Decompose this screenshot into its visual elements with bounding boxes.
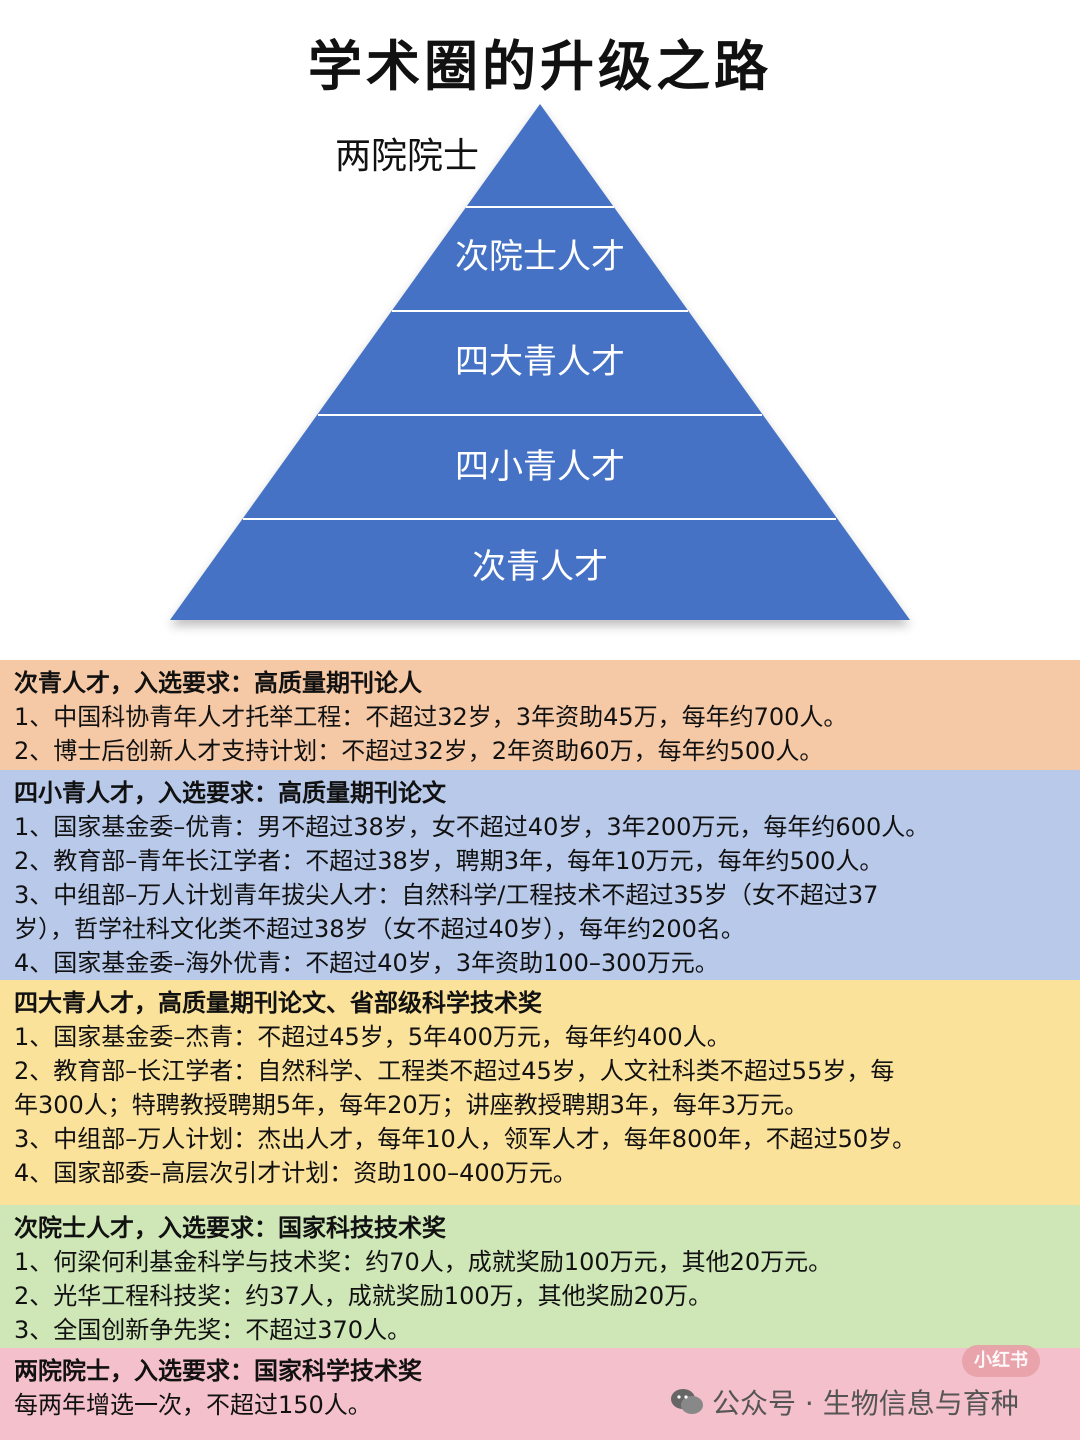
- section-line: 2、光华工程科技奖：约37人，成就奖励100万，其他奖励20万。: [14, 1282, 713, 1310]
- section-heading: 两院院士，入选要求：国家科学技术奖: [14, 1357, 422, 1385]
- pyramid-apex-label: 两院院士: [335, 136, 480, 177]
- section-line: 3、全国创新争先奖：不超过370人。: [14, 1316, 412, 1344]
- watermark: 公众号 · 生物信息与育种: [670, 1382, 1019, 1422]
- pyramid-level-label: 四大青人才: [455, 342, 625, 382]
- watermark-text: 公众号 · 生物信息与育种: [712, 1387, 1019, 1420]
- section-ciyuanshi: 次院士人才，入选要求：国家科技技术奖 1、何梁何利基金科学与技术奖：约70人，成…: [0, 1205, 1080, 1348]
- section-line: 年300人；特聘教授聘期5年，每年20万；讲座教授聘期3年，每年3万元。: [14, 1091, 809, 1119]
- section-line: 2、教育部–长江学者：自然科学、工程类不超过45岁，人文社科类不超过55岁，每: [14, 1057, 895, 1085]
- section-heading: 次院士人才，入选要求：国家科技技术奖: [14, 1214, 446, 1242]
- xiaohongshu-logo: 小红书: [962, 1345, 1040, 1377]
- section-line: 2、博士后创新人才支持计划：不超过32岁，2年资助60万，每年约500人。: [14, 737, 824, 765]
- section-line: 每两年增选一次，不超过150人。: [14, 1391, 372, 1419]
- section-heading: 次青人才，入选要求：高质量期刊论人: [14, 669, 422, 697]
- section-line: 1、何梁何利基金科学与技术奖：约70人，成就奖励100万元，其他20万元。: [14, 1248, 833, 1276]
- section-line: 4、国家基金委–海外优青：不超过40岁，3年资助100–300万元。: [14, 949, 719, 977]
- section-sidaqing: 四大青人才，高质量期刊论文、省部级科学技术奖 1、国家基金委–杰青：不超过45岁…: [0, 980, 1080, 1205]
- pyramid-shape: [170, 104, 910, 620]
- section-sixiaoqing: 四小青人才，入选要求：高质量期刊论文 1、国家基金委–优青：男不超过38岁，女不…: [0, 770, 1080, 980]
- section-line: 1、中国科协青年人才托举工程：不超过32岁，3年资助45万，每年约700人。: [14, 703, 848, 731]
- section-line: 4、国家部委–高层次引才计划：资助100–400万元。: [14, 1159, 577, 1187]
- pyramid-level-label: 次青人才: [472, 547, 608, 587]
- pyramid-level-label: 四小青人才: [455, 447, 625, 487]
- pyramid-diagram: 次院士人才 四大青人才 四小青人才 次青人才: [170, 104, 910, 620]
- section-line: 3、中组部–万人计划青年拔尖人才：自然科学/工程技术不超过35岁（女不超过37: [14, 881, 879, 909]
- wechat-icon: [670, 1388, 704, 1416]
- section-line: 1、国家基金委–优青：男不超过38岁，女不超过40岁，3年200万元，每年约60…: [14, 813, 930, 841]
- section-liangyuan: 两院院士，入选要求：国家科学技术奖 每两年增选一次，不超过150人。: [0, 1348, 1080, 1440]
- pyramid-level-label: 次院士人才: [455, 237, 625, 277]
- section-line: 岁），哲学社科文化类不超过38岁（女不超过40岁），每年约200名。: [14, 915, 745, 943]
- page-title: 学术圈的升级之路: [308, 35, 772, 98]
- section-line: 3、中组部–万人计划：杰出人才，每年10人，领军人才，每年800年，不超过50岁…: [14, 1125, 917, 1153]
- section-ciqing: 次青人才，入选要求：高质量期刊论人 1、中国科协青年人才托举工程：不超过32岁，…: [0, 660, 1080, 770]
- section-line: 1、国家基金委–杰青：不超过45岁，5年400万元，每年约400人。: [14, 1023, 731, 1051]
- section-heading: 四小青人才，入选要求：高质量期刊论文: [14, 779, 446, 807]
- section-heading: 四大青人才，高质量期刊论文、省部级科学技术奖: [14, 989, 542, 1017]
- section-line: 2、教育部–青年长江学者：不超过38岁，聘期3年，每年10万元，每年约500人。: [14, 847, 884, 875]
